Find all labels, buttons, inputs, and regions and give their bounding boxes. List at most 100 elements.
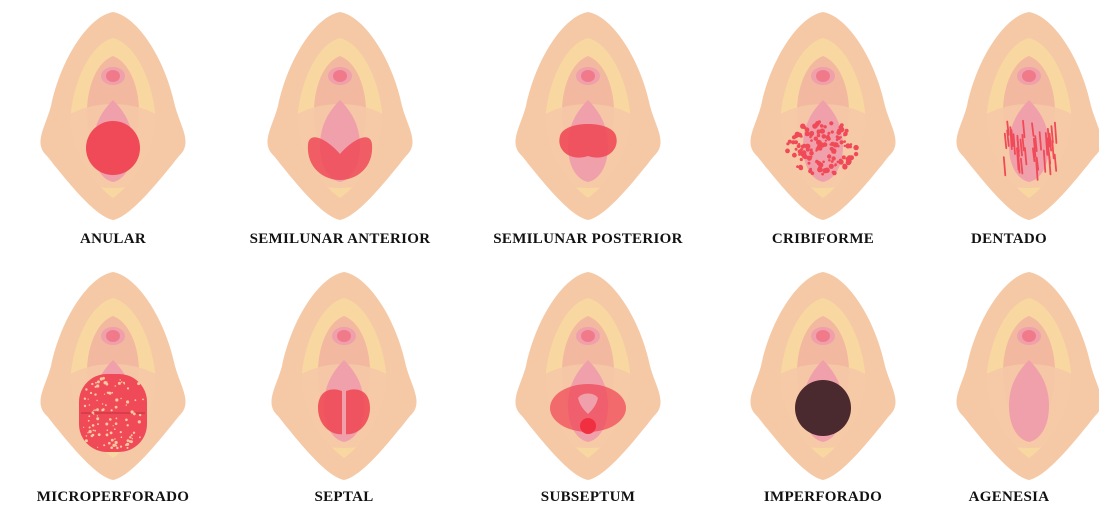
hymen-perforation: [785, 149, 790, 154]
illustration-group: [515, 272, 660, 480]
clitoris: [581, 330, 595, 342]
caption: SEMILUNAR POSTERIOR: [478, 231, 698, 248]
hymen-perforation: [832, 151, 834, 153]
hymen-perforation: [104, 394, 105, 395]
hymen-perforation: [121, 436, 123, 438]
hymen-perforation: [115, 406, 118, 409]
hymen-perforation: [115, 398, 118, 401]
hymen-perforation: [805, 144, 811, 150]
hymen-perforation: [95, 382, 97, 384]
clitoris: [816, 70, 830, 82]
hymen-membrane: [559, 124, 616, 158]
hymen-perforation: [88, 415, 90, 417]
hymen-perforation: [120, 446, 122, 448]
anatomy-illustration: [234, 268, 454, 483]
illustration-group: [956, 12, 1099, 220]
hymen-perforation: [818, 120, 821, 123]
caption: CRIBIFORME: [713, 231, 933, 248]
hymen-perforation: [93, 410, 94, 411]
hymen-perforation: [794, 134, 798, 138]
hymen-perforation: [800, 135, 803, 138]
hymen-membrane: [795, 380, 851, 436]
hymen-perforation: [807, 156, 812, 161]
hymen-perforation: [137, 382, 140, 385]
hymen-perforation: [95, 386, 97, 388]
hymen-perforation: [97, 447, 98, 448]
hymen-perforation: [816, 147, 820, 151]
hymen-perforation: [812, 123, 817, 128]
hymen-perforation: [124, 383, 125, 384]
hymen-perforation: [822, 161, 825, 164]
hymen-perforation: [800, 158, 803, 161]
hymen-perforation: [127, 424, 129, 426]
hymen-perforation: [112, 392, 114, 394]
hymen-perforation: [833, 142, 838, 147]
hymen-perforation: [849, 155, 854, 160]
hymen-perforation: [809, 151, 814, 156]
hymen-perforation: [102, 403, 103, 404]
hymen-perforation: [798, 165, 803, 170]
hymen-perforation: [142, 399, 144, 401]
hymen-perforation: [846, 160, 851, 165]
hymen-perforation: [786, 142, 789, 145]
anatomy-illustration: [713, 268, 933, 483]
hymen-perforation: [827, 132, 830, 135]
hymen-perforation: [114, 428, 116, 430]
hymen-perforation: [827, 154, 831, 158]
anatomy-illustration: [919, 268, 1099, 483]
hymen-perforation: [97, 380, 100, 383]
hymen-perforation: [91, 383, 93, 385]
hymen-perforation: [118, 382, 121, 385]
anatomy-illustration: [919, 8, 1099, 223]
hymen-perforation: [139, 436, 141, 438]
clitoris: [581, 70, 595, 82]
hymen-perforation: [89, 377, 91, 379]
hymen-perforation: [93, 430, 95, 432]
hymen-perforation: [808, 162, 811, 165]
anatomy-illustration: [713, 8, 933, 223]
hymen-perforation: [94, 393, 96, 395]
clitoris: [333, 70, 347, 82]
hymen-perforation: [84, 405, 86, 407]
illustration-group: [40, 272, 185, 480]
hymen-perforation: [838, 159, 843, 164]
clitoris: [106, 330, 120, 342]
hymen-perforation: [125, 419, 128, 422]
hymen-perforation: [829, 121, 833, 125]
hymen-perforation: [126, 443, 129, 446]
anatomy-illustration: [3, 268, 223, 483]
hymen-perforation: [829, 143, 831, 145]
hymen-perforation: [103, 444, 105, 446]
illustration-group: [956, 272, 1099, 480]
hymen-perforation: [94, 409, 96, 411]
hymen-perforation: [791, 140, 795, 144]
hymen-perforation: [795, 148, 798, 151]
hymen-perforation: [823, 125, 826, 128]
hymen-perforation: [98, 433, 101, 436]
hymen-perforation: [127, 439, 130, 442]
hymen-perforation: [820, 143, 825, 148]
hymen-perforation: [829, 164, 834, 169]
anatomy-illustration: [230, 8, 450, 223]
hymen-perforation: [821, 173, 824, 176]
hymen-posterior-tag: [580, 418, 596, 434]
caption: SEMILUNAR ANTERIOR: [230, 231, 450, 248]
clitoris: [816, 330, 830, 342]
clitoris: [1022, 70, 1036, 82]
hymen-perforation: [817, 132, 820, 135]
anatomy-illustration: [478, 268, 698, 483]
hymen-perforation: [854, 152, 858, 156]
hymen-perforation: [805, 131, 810, 136]
hymen-perforation: [127, 447, 129, 449]
hymen-perforation: [105, 404, 107, 406]
hymen-perforation: [135, 399, 137, 401]
hymen-perforation: [110, 446, 113, 449]
hymen-perforation: [131, 410, 134, 413]
hymen-perforation: [844, 145, 846, 147]
hymen-perforation: [89, 427, 90, 428]
hymen-perforation: [110, 432, 113, 435]
hymen-perforation: [825, 140, 827, 142]
hymen-perforation: [129, 436, 131, 438]
hymen-perforation: [115, 385, 117, 387]
